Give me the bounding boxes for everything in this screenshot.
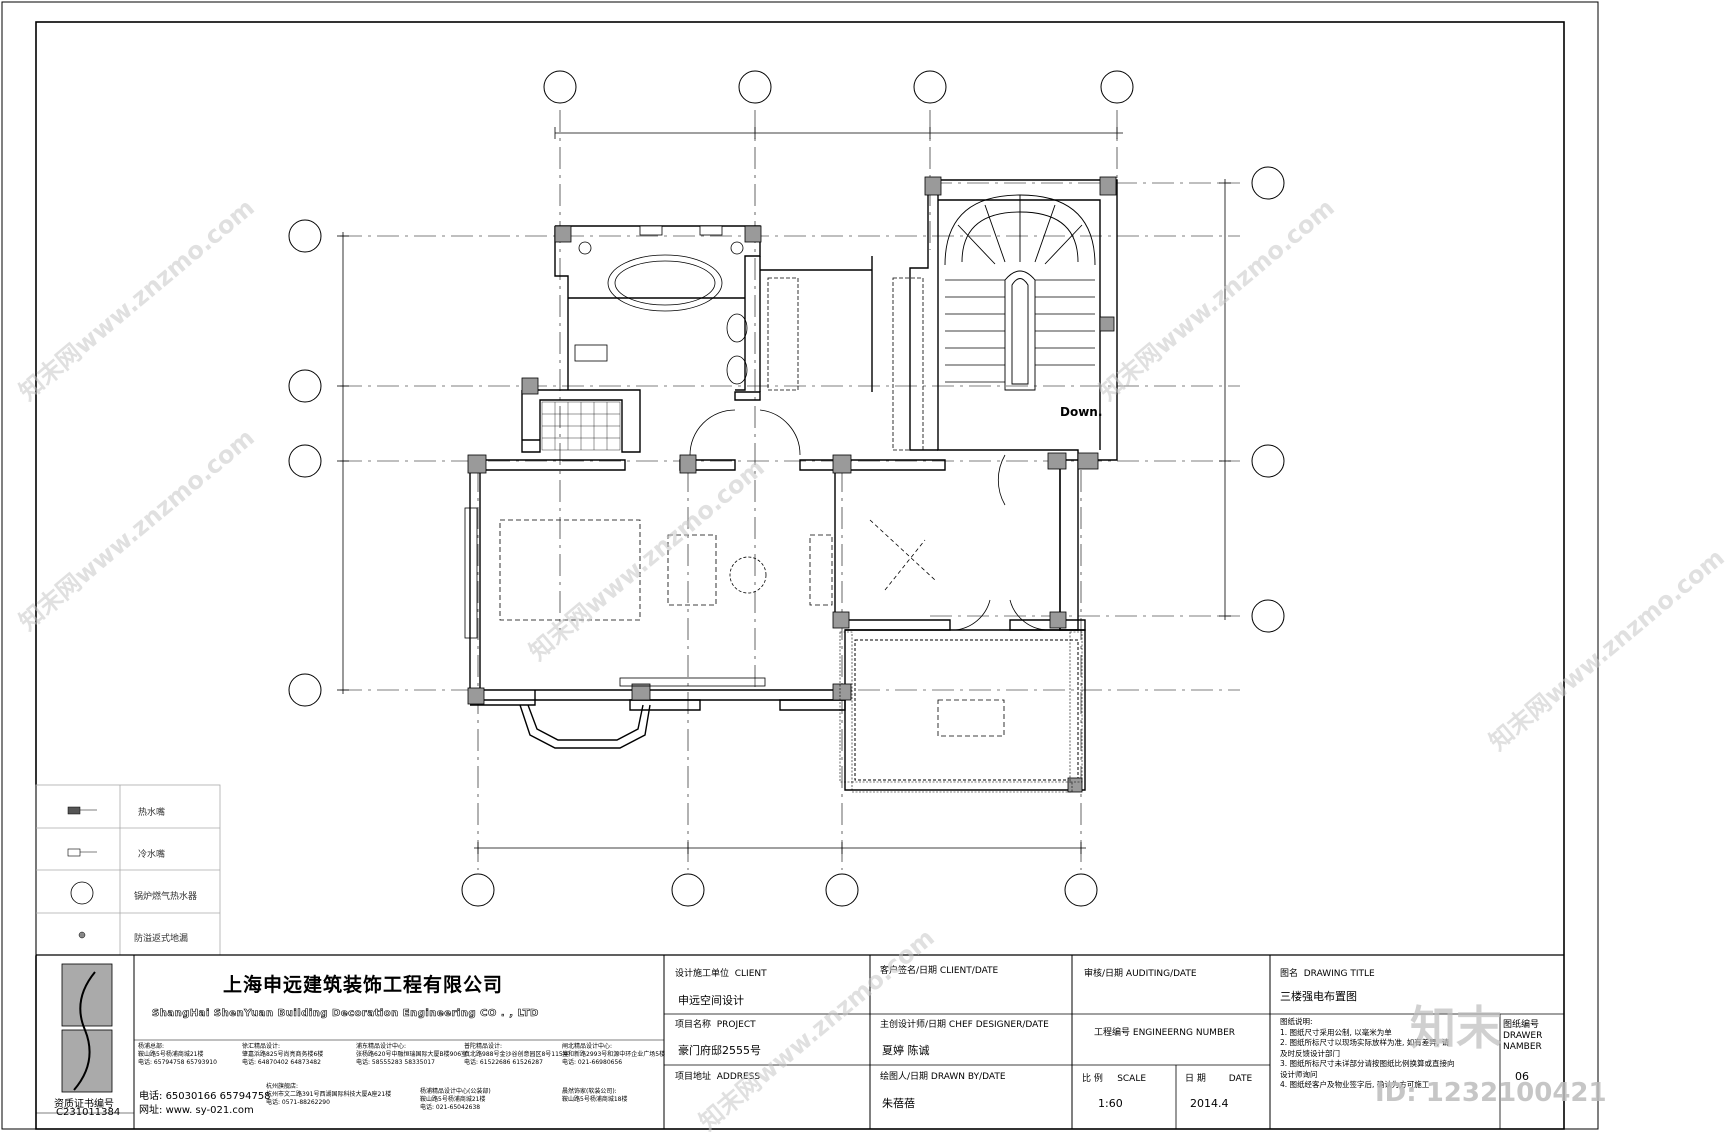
floor-drain-icon (78, 931, 86, 939)
drawing-title-label: 图名 DRAWING TITLE (1280, 969, 1375, 979)
project-value: 豪门府邸2555号 (678, 1044, 761, 1057)
legend-label-boiler: 锅炉燃气热水器 (134, 892, 198, 902)
table (937, 699, 1005, 737)
axis-bubble (543, 70, 577, 104)
cold-tap-icon (67, 848, 81, 857)
outer-frame (1, 1, 1599, 1130)
axis-bubble (1251, 444, 1285, 478)
axis-bubble (1100, 70, 1134, 104)
balcony-planters (839, 631, 1083, 793)
legend-label-cold-tap: 冷水嘴 (138, 850, 166, 860)
washbasin (726, 313, 748, 343)
company-name: 上海申远建筑装饰工程有限公司 (223, 974, 504, 996)
date-value: 2014.4 (1190, 1097, 1229, 1110)
legend-table (35, 784, 221, 956)
spiral-stair (944, 194, 1096, 391)
axis-grid (340, 110, 1240, 870)
chief-designer-label: 主创设计师/日期 CHEF DESIGNER/DATE (880, 1020, 1049, 1030)
hangzhou-office: 杭州旗舰店:杭州市文二路391号西湖国际科技大厦A座21楼电话: 0571-88… (266, 1083, 392, 1106)
axis-bubble (461, 873, 495, 907)
washbasin (726, 355, 748, 385)
hot-tap-icon (67, 806, 81, 815)
title-block-grid (36, 954, 1564, 1129)
inner-frame (35, 21, 1565, 1130)
project-label: 项目名称 PROJECT (675, 1020, 756, 1030)
axis-bubble (1251, 599, 1285, 633)
drawing-number-label: 图纸编号 DRAWER NAMBER (1503, 1020, 1543, 1052)
soft-deco-office: 晨然饰家(软装公司):鞍山路5号杨浦商城18楼 (562, 1088, 628, 1103)
axis-bubble (288, 369, 322, 403)
columns (467, 176, 1117, 793)
walls (469, 179, 1118, 791)
certificate-label: 资质证书编号 (54, 1099, 114, 1110)
website-row: 网址: www. sy-021.com (139, 1105, 254, 1116)
audit-label: 审核/日期 AUDITING/DATE (1084, 969, 1197, 979)
axis-bubble (825, 873, 859, 907)
boiler-icon (70, 881, 94, 905)
scale-value: 1:60 (1098, 1097, 1123, 1110)
company-name-english: ShangHai ShenYuan Building Decoration En… (152, 1008, 539, 1020)
axis-bubble (671, 873, 705, 907)
bathtub (607, 254, 723, 312)
stair-down-label: Down. (1060, 405, 1102, 419)
certificate-number: C231011384 (56, 1107, 121, 1118)
dimension-lines (337, 127, 1231, 854)
legend-icons (67, 806, 97, 939)
date-label: 日 期 DATE (1185, 1074, 1253, 1084)
engineering-number-label: 工程编号 ENGINEERNG NUMBER (1094, 1028, 1236, 1038)
company-logo (61, 963, 113, 1093)
client-label: 设计施工单位 CLIENT (675, 969, 767, 979)
client-sign-label: 客户签名/日期 CLIENT/DATE (880, 966, 999, 976)
phone-row: 电话: 65030166 65794758 (139, 1091, 271, 1102)
drawing-number-value: 06 (1515, 1070, 1529, 1083)
drawing-title-value: 三楼强电布置图 (1280, 990, 1357, 1003)
legend-label-floor-drain: 防溢返式地漏 (134, 934, 189, 944)
axis-bubble (288, 219, 322, 253)
scale-label: 比 例 SCALE (1082, 1074, 1147, 1084)
client-value: 申远空间设计 (678, 994, 744, 1007)
drawing-notes: 图纸说明: 1. 图纸尺寸采用公制, 以毫米为单 2. 图纸所标尺寸以现场实际放… (1280, 1017, 1455, 1089)
axis-bubble (1251, 166, 1285, 200)
address-label: 项目地址 ADDRESS (675, 1072, 761, 1082)
axis-bubble (1064, 873, 1098, 907)
floor-plan-drawing: Down. (1, 1, 1599, 1130)
drawn-by-label: 绘图人/日期 DRAWN BY/DATE (880, 1072, 1006, 1082)
fixtures (464, 241, 1051, 737)
yangpu-public-office: 杨浦精品设计中心(公装部)鞍山路5号杨浦商城21楼电话: 021-6504263… (420, 1088, 491, 1111)
axis-bubble (288, 673, 322, 707)
axis-bubble (288, 444, 322, 478)
watermark-id: ID: 1232100421 (1375, 1078, 1607, 1108)
drawn-by-value: 朱蓓蓓 (882, 1097, 915, 1110)
axis-bubble (913, 70, 947, 104)
axis-bubbles (288, 70, 1285, 907)
axis-bubble (738, 70, 772, 104)
legend-label-hot-tap: 热水嘴 (138, 808, 166, 818)
chief-designer-value: 夏婷 陈诚 (882, 1044, 930, 1057)
watermark-brand: 知末 (1410, 1001, 1502, 1055)
